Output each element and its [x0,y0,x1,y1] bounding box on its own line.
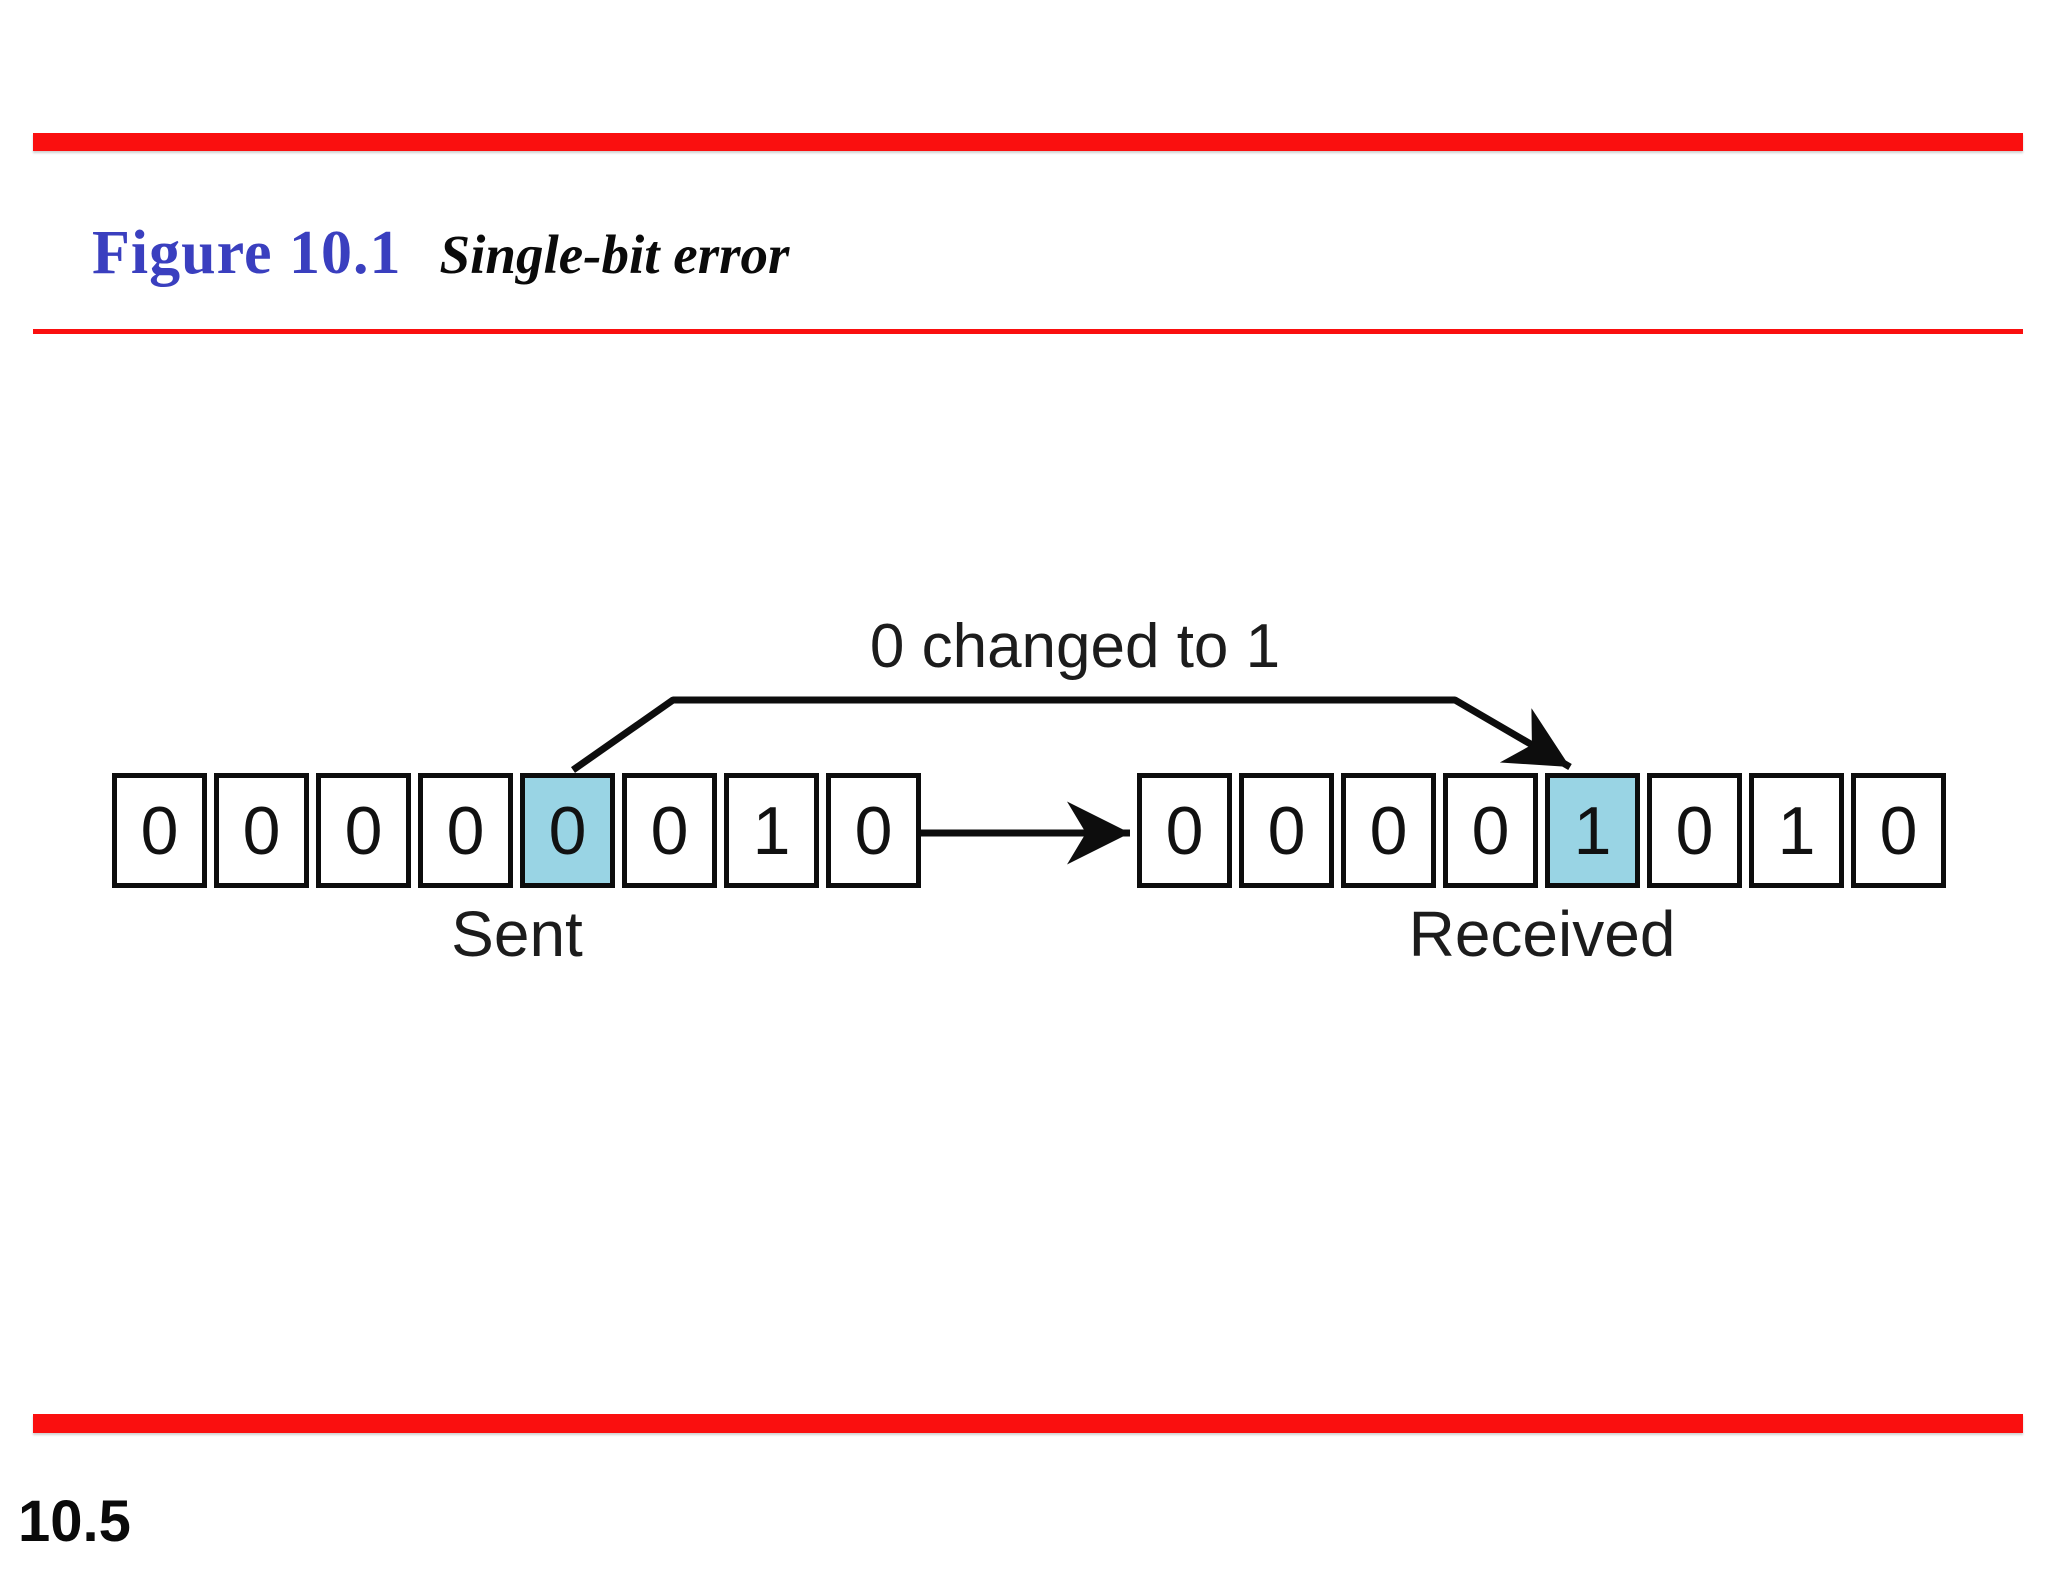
page-number: 10.5 [18,1489,131,1554]
bit-cell: 0 [1443,773,1538,888]
bit-value: 1 [1573,792,1612,869]
bit-cell-highlighted: 1 [1545,773,1640,888]
sent-label: Sent [451,898,583,970]
bit-value: 1 [1777,792,1816,869]
bit-cell: 0 [1851,773,1946,888]
figure-title: Single-bit error [439,224,790,285]
bit-cell: 0 [622,773,717,888]
bit-value: 0 [1879,792,1918,869]
bit-change-annotation: 0 changed to 1 [869,612,1281,681]
bit-value: 1 [752,792,791,869]
bit-value: 0 [1165,792,1204,869]
slide-title: Figure 10.1 Single-bit error [92,218,789,289]
bit-value: 0 [1675,792,1714,869]
bit-cell-highlighted: 0 [520,773,615,888]
figure-label: Figure 10.1 [92,219,402,287]
bit-value: 0 [242,792,281,869]
bit-cell: 0 [1341,773,1436,888]
bit-cell: 0 [1137,773,1232,888]
bit-value: 0 [1369,792,1408,869]
bit-value: 0 [548,792,587,869]
bit-cell: 0 [316,773,411,888]
bit-cell: 0 [112,773,207,888]
top-accent-bar [33,133,2023,151]
bit-cell: 1 [1749,773,1844,888]
title-divider-line [33,329,2023,334]
bit-cell: 0 [1239,773,1334,888]
bit-cell: 0 [1647,773,1742,888]
bit-value: 0 [344,792,383,869]
bit-cell: 0 [418,773,513,888]
bit-value: 0 [1267,792,1306,869]
bit-value: 0 [446,792,485,869]
bit-cell: 0 [826,773,921,888]
bit-change-arrow [570,696,1572,773]
bit-value: 0 [854,792,893,869]
bit-value: 0 [1471,792,1510,869]
received-label: Received [1408,898,1676,970]
bit-value: 0 [650,792,689,869]
bottom-accent-bar [33,1414,2023,1433]
bit-cell: 1 [724,773,819,888]
bit-value: 0 [140,792,179,869]
bit-cell: 0 [214,773,309,888]
